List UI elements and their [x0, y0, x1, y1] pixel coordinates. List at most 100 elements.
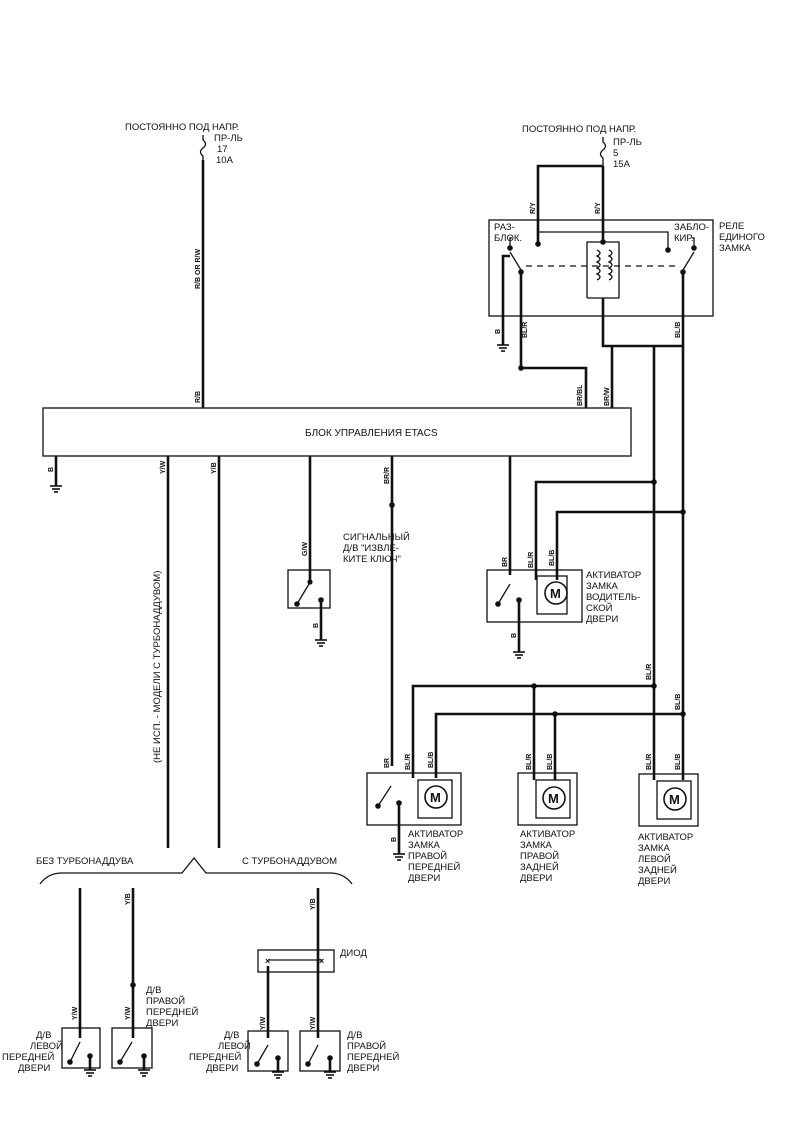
wire-label-b-etacs: B	[48, 467, 55, 472]
wire-label-blr-trunk: BL/R	[646, 664, 653, 680]
const-power-label-1: ПОСТОЯННО ПОД НАПР.	[125, 122, 239, 133]
lfs1-label-3: ПЕРЕДНЕЙ	[2, 1051, 54, 1063]
svg-text:×: ×	[265, 956, 270, 966]
wire-label-brw: BR/W	[604, 387, 611, 406]
wire-fuse5-unlock	[536, 164, 603, 244]
variant-bracket: БЕЗ ТУРБОНАДДУВА С ТУРБОНАДДУВОМ	[36, 856, 353, 885]
rr-label-2: ЗАМКА	[520, 840, 553, 851]
wire-label-blr-rr: BL/R	[526, 754, 533, 770]
relay-coil-outline	[586, 241, 620, 299]
rr-motor-icon	[542, 786, 566, 810]
no-turbo-switches: Y/W Y/B Y/W Д/В ПРАВОЙ ПЕРЕДНЕЙ ДВЕРИ Д/…	[2, 888, 198, 1077]
driver-switch-icon	[497, 583, 511, 605]
rfs2-label-3: ПЕРЕДНЕЙ	[347, 1051, 399, 1063]
relay-contact-bus	[537, 231, 669, 250]
turbo-note: (НЕ ИСП. - МОДЕЛИ С ТУРБОНАДДУВОМ)	[152, 571, 163, 763]
lock-label-1: ЗАБЛО-	[674, 222, 709, 233]
driver-motor-letter: M	[550, 586, 561, 601]
relay-label-1: РЕЛЕ	[719, 221, 744, 232]
wire-label-b-drv: B	[511, 633, 518, 638]
diode-box	[257, 949, 335, 973]
wire-label-gw: G/W	[302, 542, 309, 556]
lfs2-switch-icon	[256, 1044, 269, 1065]
lr-motor-letter: M	[669, 792, 680, 807]
wire-label-brr: BR/R	[384, 467, 391, 484]
fuse-5-icon	[599, 137, 607, 166]
lfs1-label-1: Д/В	[36, 1030, 51, 1041]
rfs2-label-1: Д/В	[347, 1030, 362, 1041]
rr-motor-frame	[535, 779, 571, 819]
lfs2-switch-box	[247, 1030, 289, 1072]
wire-label-blb-rr: BL/B	[547, 754, 554, 770]
driver-actuator-label-2: ЗАМКА	[586, 581, 619, 592]
lr-motor-frame	[656, 780, 692, 820]
with-turbo-label: С ТУРБОНАДДУВОМ	[242, 856, 337, 867]
right-rear-actuator: BL/R BL/B M АКТИВАТОР ЗАМКА ПРАВОЙ ЗАДНЕ…	[517, 754, 578, 884]
wire-label-yw-lfs2: Y/W	[260, 1016, 267, 1030]
rf-label-3: ПРАВОЙ	[408, 850, 447, 862]
lfs2-label-3: ПЕРЕДНЕЙ	[189, 1051, 241, 1063]
left-rear-actuator: BL/R BL/B M АКТИВАТОР ЗАМКА ЛЕВОЙ ЗАДНЕЙ…	[638, 754, 699, 887]
rfs-label-2: ПРАВОЙ	[146, 995, 185, 1007]
etacs-control-unit: БЛОК УПРАВЛЕНИЯ ETACS B Y/W Y/B (НЕ ИСП.…	[42, 407, 632, 848]
key-switch-box	[287, 569, 331, 609]
wire-blr-distribution	[411, 684, 654, 778]
lfs1-switch-box	[61, 1027, 101, 1069]
relay-label-3: ЗАМКА	[719, 243, 752, 254]
rf-label-5: ДВЕРИ	[408, 873, 440, 884]
diode-label: ДИОД	[340, 948, 367, 959]
wire-label-blr-relay: BL/R	[522, 322, 529, 338]
rf-switch-icon	[377, 785, 392, 807]
wire-label-blb-relay: BL/B	[675, 322, 682, 338]
lock-contact-icon	[682, 251, 695, 271]
lfs2-label-4: ДВЕРИ	[206, 1063, 238, 1074]
rfs-label-3: ПЕРЕДНЕЙ	[146, 1006, 198, 1018]
rr-label-1: АКТИВАТОР	[520, 829, 575, 840]
rr-actuator-box	[517, 772, 578, 826]
rr-label-5: ДВЕРИ	[520, 873, 552, 884]
no-turbo-label: БЕЗ ТУРБОНАДДУВА	[36, 856, 134, 867]
rfs-switch-icon	[119, 1041, 133, 1063]
fuse-17-rating: 10A	[216, 155, 234, 166]
key-reminder-switch: G/W B СИГНАЛЬНЫЙ Д/В "ИЗВЛЕ- КИТЕ КЛЮЧ"	[287, 456, 410, 647]
wire-label-b-relay: B	[495, 329, 502, 334]
wire-label-yw-rfs2: Y/W	[310, 1016, 317, 1030]
unlock-label-1: РАЗ-	[494, 222, 515, 233]
rf-motor-icon	[424, 785, 448, 809]
wire-blr-etacs	[521, 366, 588, 408]
lock-label-2: КИР.	[674, 233, 694, 244]
wire-label-yb-etacs: Y/B	[211, 462, 218, 474]
wire-label-yw-lfs1: Y/W	[72, 1006, 79, 1020]
lr-label-3: ЛЕВОЙ	[638, 853, 671, 865]
rfs2-switch-icon	[307, 1044, 319, 1065]
driver-motor-icon	[544, 581, 568, 605]
etacs-label: БЛОК УПРАВЛЕНИЯ ETACS	[305, 428, 438, 439]
rf-label-2: ЗАМКА	[408, 840, 441, 851]
wire-label-b-rf: B	[391, 837, 398, 842]
const-power-label-2: ПОСТОЯННО ПОД НАПР.	[522, 124, 636, 135]
fuse-5-rating: 15A	[613, 159, 631, 170]
wire-label-yw-etacs: Y/W	[160, 460, 167, 474]
rfs-switch-box	[111, 1027, 153, 1069]
wire-label-rb-or-rw: R/B OR R/W	[195, 249, 202, 289]
relay-box	[488, 219, 714, 317]
rf-actuator-box	[366, 772, 462, 826]
unlock-label-2: БЛОК.	[494, 233, 522, 244]
etacs-box	[42, 407, 632, 457]
fuse-17-icon	[199, 135, 207, 160]
door-lock-relay: РЕЛЕ ЕДИНОГО ЗАМКА РАЗ- БЛОК. ЗАБЛО- КИР…	[488, 219, 765, 408]
wire-label-blb-trunk: BL/B	[675, 694, 682, 710]
rfs-label-4: ДВЕРИ	[146, 1018, 178, 1029]
wire-label-ry-2: R/Y	[595, 202, 602, 214]
lfs1-switch-icon	[69, 1041, 81, 1063]
wire-label-yb-rfs: Y/B	[125, 893, 132, 905]
key-switch-label-2: Д/В "ИЗВЛЕ-	[343, 543, 399, 554]
driver-actuator-label-5: ДВЕРИ	[586, 614, 618, 625]
fuse-5-section: ПОСТОЯННО ПОД НАПР. ПР-ЛЬ 5 15A R/Y R/Y	[522, 124, 642, 244]
lr-label-2: ЗАМКА	[638, 843, 671, 854]
fuse-17-number: 17	[217, 144, 228, 155]
svg-text:×: ×	[319, 956, 324, 966]
driver-actuator-box	[486, 569, 583, 623]
wire-label-blr-lr: BL/R	[646, 754, 653, 770]
lfs2-label-2: ЛЕВОЙ	[218, 1040, 251, 1052]
